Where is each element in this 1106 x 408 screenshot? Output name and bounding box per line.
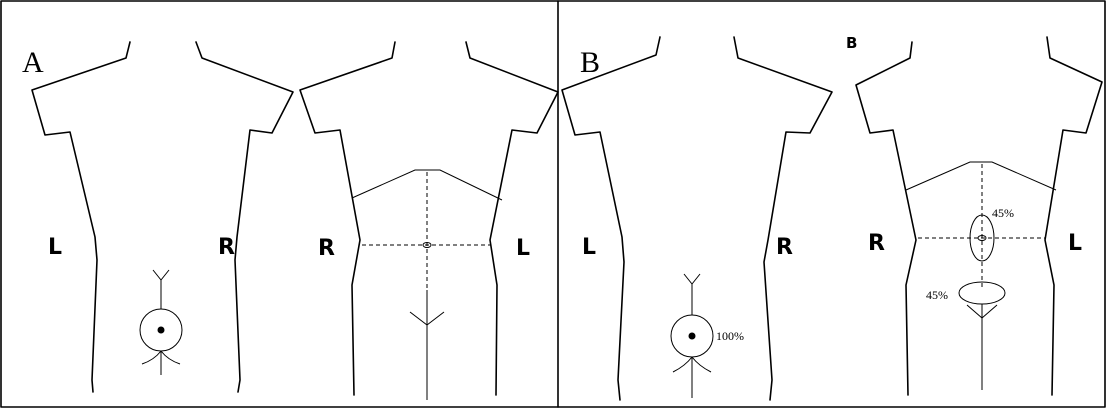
torso-outline-right-side bbox=[300, 42, 395, 395]
torso-outline-right bbox=[734, 37, 832, 400]
left-side-label: L bbox=[48, 235, 62, 260]
right-side-label: R bbox=[868, 231, 885, 256]
left-side-label: L bbox=[1068, 231, 1082, 256]
panel-a-back-view: L R bbox=[32, 42, 293, 392]
panel-a-letter: A bbox=[22, 46, 44, 79]
rib-line bbox=[906, 162, 1056, 190]
right-side-label: R bbox=[218, 235, 235, 260]
injection-point bbox=[158, 327, 165, 334]
injection-site-marker bbox=[140, 270, 182, 375]
torso-outline-left bbox=[32, 42, 130, 392]
torso-outline-left-side bbox=[1045, 37, 1102, 395]
left-side-label: L bbox=[582, 235, 596, 260]
torso-outline-right bbox=[196, 42, 293, 392]
torso-outline-left-side bbox=[466, 42, 558, 395]
panel-b-front-view: B 45% 45% R L bbox=[846, 34, 1102, 395]
panel-b: B L R 100% B bbox=[562, 34, 1102, 400]
lower-zone-label: 45% bbox=[926, 288, 948, 302]
right-side-label: R bbox=[776, 235, 793, 260]
torso-outline-right-side bbox=[856, 42, 916, 395]
injection-point bbox=[689, 333, 696, 340]
panel-b-back-view: L R 100% bbox=[562, 37, 832, 400]
left-side-label: L bbox=[516, 236, 530, 261]
panel-b-letter: B bbox=[580, 46, 600, 79]
injection-site-marker: 100% bbox=[671, 274, 744, 398]
panel-a: A L R R bbox=[22, 42, 558, 400]
upper-zone-label: 45% bbox=[992, 206, 1014, 220]
marker-percent-label: 100% bbox=[716, 329, 744, 343]
corner-letter: B bbox=[846, 34, 857, 52]
panel-a-front-view: R L bbox=[300, 42, 558, 400]
right-side-label: R bbox=[318, 236, 335, 261]
torso-outline-left bbox=[562, 37, 660, 400]
